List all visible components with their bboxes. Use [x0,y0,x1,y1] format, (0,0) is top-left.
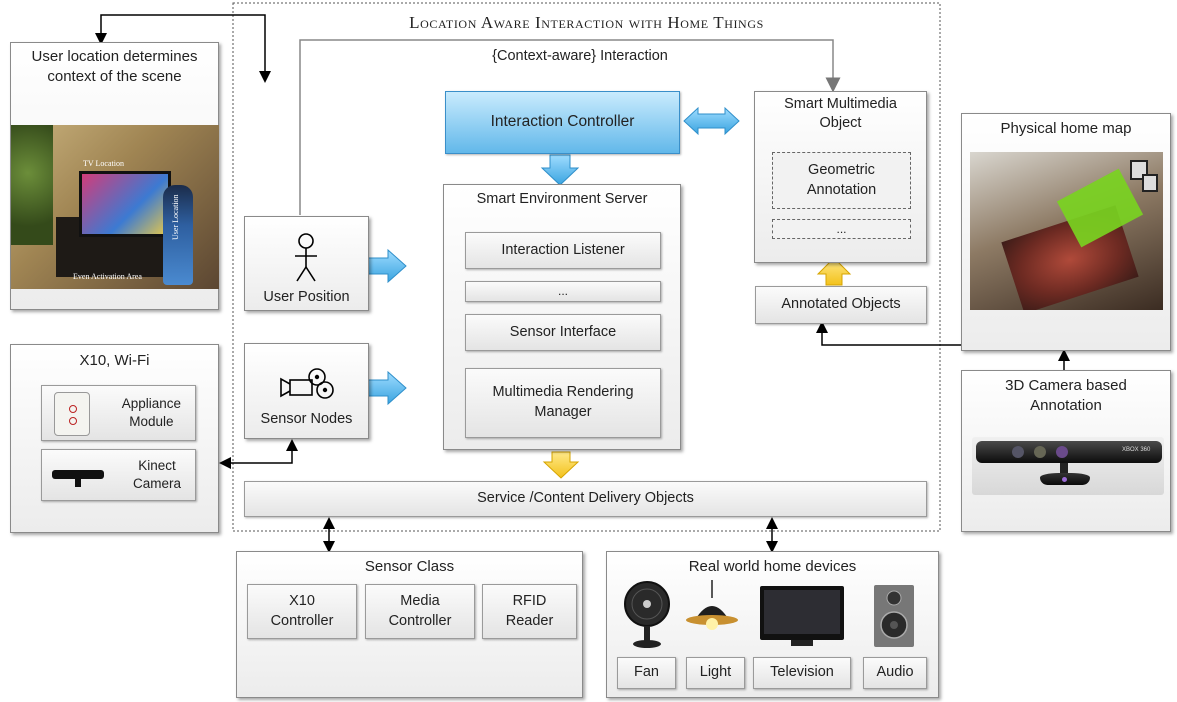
service-content-delivery-bar[interactable]: Service /Content Delivery Objects [244,481,927,517]
sensor-nodes-label: Sensor Nodes [260,411,353,427]
user-position-label: User Position [263,289,350,305]
user-position-box[interactable]: User Position [244,216,369,311]
multimedia-ellipsis: ... [772,219,911,239]
multimedia-rendering-manager[interactable]: Multimedia Rendering Manager [465,368,661,438]
device-fan[interactable]: Fan [617,657,676,689]
kinect-3d-image: XBOX 360 [972,437,1164,495]
sensor-class-title: Sensor Class [364,558,455,575]
stick-figure-icon [295,233,317,282]
speaker-icon [874,585,914,647]
server-ellipsis: ... [465,281,661,302]
frame-shape-2 [1142,174,1158,192]
sensor-nodes-arrow [367,370,407,406]
appliance-module-image [54,392,90,436]
annotated-objects[interactable]: Annotated Objects [755,286,927,324]
device-light[interactable]: Light [686,657,745,689]
home-map-image [970,152,1163,310]
camera-reel-icon [280,368,334,399]
controller-multimedia-arrow [683,106,740,136]
interaction-controller[interactable]: Interaction Controller [445,91,680,154]
user-location-photo-label: User Location [171,194,180,240]
diagram-title: Location Aware Interaction with Home Thi… [409,13,764,32]
device-television[interactable]: Television [753,657,851,689]
sensor-class-panel: Sensor Class X10 Controller Media Contro… [236,551,583,698]
activation-area-label: Even Activation Area [73,272,142,281]
kinect-camera-label: Kinect Camera [132,457,181,491]
tv-screen-shape [79,171,171,237]
sensor-x10-connector [219,439,298,469]
lamp-icon [686,580,738,630]
camera-annotation-title: 3D Camera based Annotation [1005,377,1127,414]
child-shape [163,185,193,285]
kinect-image [52,470,104,479]
x10-wifi-title: X10, Wi-Fi [79,352,150,369]
user-position-arrow [367,248,407,284]
smart-environment-server[interactable]: Smart Environment Server Interaction Lis… [443,184,681,450]
home-map-panel: Physical home map [961,113,1171,351]
kinect-camera-card[interactable]: Kinect Camera [41,449,196,501]
x10-wifi-panel: X10, Wi-Fi Appliance Module Kinect Camer… [10,344,219,533]
home-map-title: Physical home map [1000,120,1132,137]
sensor-nodes-box[interactable]: Sensor Nodes [244,343,369,439]
appliance-module-label: Appliance Module [121,395,181,429]
fan-icon [624,581,670,648]
smart-multimedia-title: Smart Multimedia Object [784,96,897,131]
home-devices-title: Real world home devices [688,558,857,575]
appliance-module-card[interactable]: Appliance Module [41,385,196,441]
device-audio[interactable]: Audio [863,657,927,689]
x10-controller[interactable]: X10 Controller [247,584,357,639]
media-controller[interactable]: Media Controller [365,584,475,639]
living-room-photo: TV Location Even Activation Area User Lo… [11,125,219,289]
interaction-listener[interactable]: Interaction Listener [465,232,661,269]
television-icon [760,586,844,646]
sensor-interface[interactable]: Sensor Interface [465,314,661,351]
geometric-annotation[interactable]: Geometric Annotation [772,152,911,209]
context-aware-label: {Context-aware} Interaction [492,48,668,64]
camera-annotation-panel: 3D Camera based Annotation XBOX 360 [961,370,1171,532]
plant-shape [11,125,53,245]
home-devices-panel: Real world home devices Fan Light Televi… [606,551,939,698]
map-annotation-connector [816,321,961,346]
server-to-service-arrow [542,451,580,479]
controller-to-server-arrow [540,154,580,186]
xbox-label: XBOX 360 [1122,447,1151,453]
user-location-title: User location determines context of the … [31,48,198,85]
rfid-reader[interactable]: RFID Reader [482,584,577,639]
user-location-panel: User location determines context of the … [10,42,219,310]
smart-multimedia-object[interactable]: Smart Multimedia Object Geometric Annota… [754,91,927,263]
server-title: Smart Environment Server [476,191,648,207]
tv-location-label: TV Location [83,159,124,168]
